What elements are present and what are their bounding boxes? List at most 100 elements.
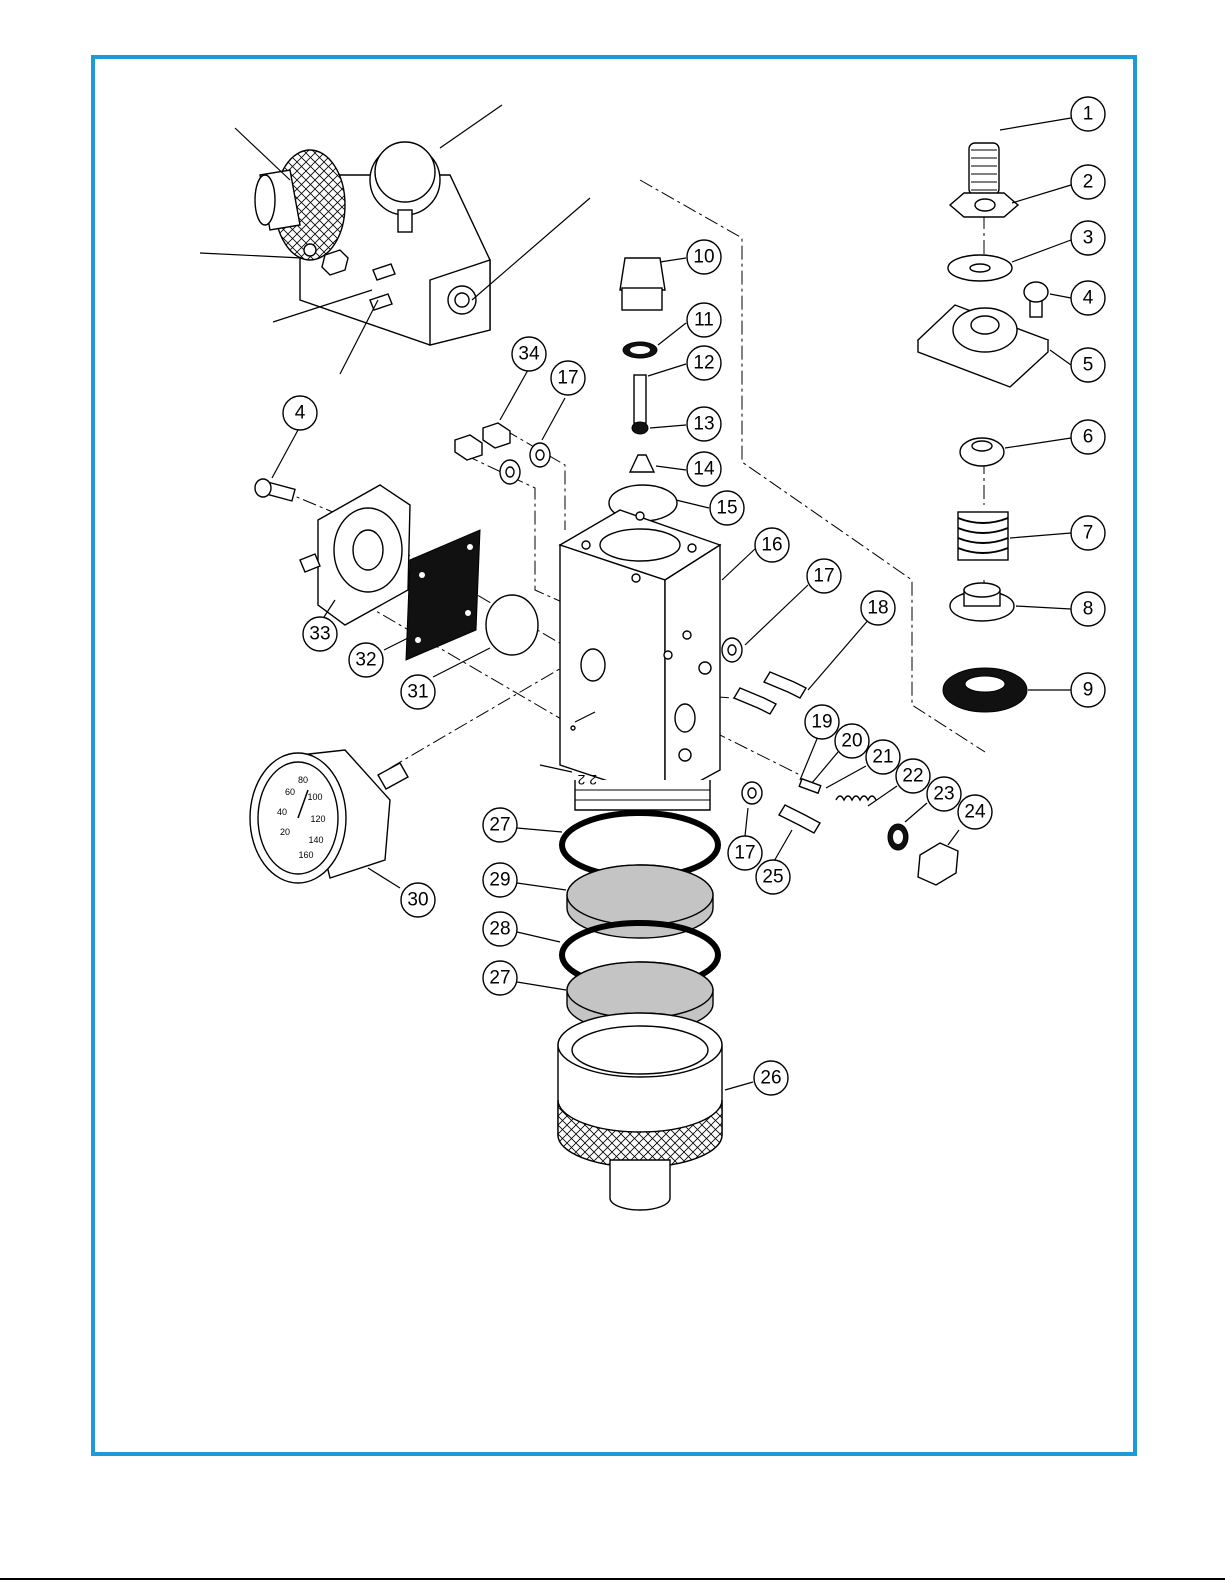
gauge-label-120: 120 — [310, 814, 325, 824]
callout-29: 29 — [483, 863, 517, 897]
svg-text:27: 27 — [489, 815, 510, 836]
callout-3: 3 — [1071, 221, 1105, 255]
callout-31: 31 — [401, 675, 435, 709]
svg-text:14: 14 — [693, 459, 715, 480]
assembled-regulator-illustration — [200, 105, 590, 374]
callout-1: 1 — [1071, 97, 1105, 131]
gauge-label-140: 140 — [308, 835, 323, 845]
callout-17-lower: 17 — [728, 836, 762, 870]
callout-30: 30 — [401, 883, 435, 917]
svg-text:17: 17 — [557, 368, 578, 389]
callout-18: 18 — [861, 591, 895, 625]
svg-text:29: 29 — [489, 870, 510, 891]
svg-text:34: 34 — [518, 344, 540, 365]
callout-4-left: 4 — [283, 396, 317, 430]
plug-part-24 — [918, 843, 958, 885]
callout-21: 21 — [866, 740, 900, 774]
svg-text:19: 19 — [811, 712, 832, 733]
part-13 — [632, 422, 648, 434]
callout-26: 26 — [754, 1061, 788, 1095]
set-screw-part-1 — [969, 143, 999, 195]
svg-text:1: 1 — [1083, 104, 1094, 125]
callout-16: 16 — [755, 528, 789, 562]
svg-text:8: 8 — [1083, 599, 1094, 620]
callout-34: 34 — [512, 337, 546, 371]
callout-7: 7 — [1071, 516, 1105, 550]
callout-15: 15 — [710, 491, 744, 525]
svg-text:32: 32 — [355, 650, 376, 671]
svg-text:25: 25 — [762, 867, 783, 888]
svg-text:2: 2 — [1083, 172, 1094, 193]
right-part-stack — [918, 143, 1048, 712]
callout-20: 20 — [835, 724, 869, 758]
fitting-part-25 — [779, 805, 820, 833]
svg-text:20: 20 — [841, 731, 862, 752]
callout-25: 25 — [756, 860, 790, 894]
callout-6: 6 — [1071, 420, 1105, 454]
callout-11: 11 — [687, 303, 721, 337]
svg-text:30: 30 — [407, 890, 428, 911]
svg-text:15: 15 — [716, 498, 737, 519]
callout-4-right: 4 — [1071, 281, 1105, 315]
callout-12: 12 — [687, 346, 721, 380]
svg-text:9: 9 — [1083, 680, 1094, 701]
callout-28-upper: 27 — [483, 808, 517, 842]
svg-text:17: 17 — [734, 843, 755, 864]
callout-14: 14 — [687, 452, 721, 486]
callout-23: 23 — [927, 777, 961, 811]
svg-text:28: 28 — [489, 919, 510, 940]
gauge-label-160: 160 — [298, 850, 313, 860]
page-bottom-rule — [0, 1578, 1225, 1580]
bottom-seals-and-cap — [558, 813, 722, 1210]
svg-text:4: 4 — [295, 403, 306, 424]
svg-text:7: 7 — [1083, 523, 1094, 544]
svg-text:10: 10 — [693, 247, 714, 268]
spring-part-22 — [836, 796, 876, 800]
callout-32: 32 — [349, 643, 383, 677]
callout-8: 8 — [1071, 592, 1105, 626]
callout-19: 19 — [805, 705, 839, 739]
plug-part-34 — [483, 423, 510, 448]
callout-5: 5 — [1071, 348, 1105, 382]
svg-text:26: 26 — [760, 1068, 781, 1089]
svg-text:5: 5 — [1083, 355, 1094, 376]
svg-text:27: 27 — [489, 968, 510, 989]
callout-17-left: 17 — [551, 361, 585, 395]
barb-fitting-part-18 — [764, 672, 806, 698]
gauge-label-100: 100 — [307, 792, 322, 802]
svg-text:3: 3 — [1083, 228, 1094, 249]
svg-text:12: 12 — [693, 353, 714, 374]
svg-text:31: 31 — [407, 682, 428, 703]
pin-part-20 — [799, 779, 821, 793]
disc-part-31 — [486, 595, 538, 655]
valve-part-14 — [630, 455, 654, 472]
svg-text:23: 23 — [933, 784, 954, 805]
svg-text:6: 6 — [1083, 427, 1094, 448]
svg-text:13: 13 — [693, 414, 714, 435]
svg-text:17: 17 — [813, 566, 834, 587]
svg-text:4: 4 — [1083, 288, 1094, 309]
gauge-label-60: 60 — [285, 787, 295, 797]
callout-13: 13 — [687, 407, 721, 441]
svg-text:18: 18 — [867, 598, 888, 619]
pressure-gauge-part-30: 20 40 60 80 100 120 140 160 — [250, 750, 408, 883]
callout-2: 2 — [1071, 165, 1105, 199]
fitting-part-10 — [620, 258, 665, 290]
main-body-part-16: 2 2 — [540, 510, 720, 810]
pin-part-12 — [634, 375, 646, 423]
svg-text:21: 21 — [872, 747, 893, 768]
callout-9: 9 — [1071, 673, 1105, 707]
svg-text:22: 22 — [902, 766, 923, 787]
callout-33: 33 — [303, 617, 337, 651]
gauge-label-80: 80 — [298, 775, 308, 785]
svg-text:33: 33 — [309, 624, 330, 645]
callout-27: 27 — [483, 961, 517, 995]
callout-22: 22 — [896, 759, 930, 793]
callout-24: 24 — [958, 795, 992, 829]
svg-text:11: 11 — [694, 310, 714, 331]
left-side-parts — [255, 423, 550, 660]
body-marking: 2 2 — [577, 772, 597, 788]
center-top-parts — [609, 258, 677, 521]
callout-17-right: 17 — [807, 559, 841, 593]
